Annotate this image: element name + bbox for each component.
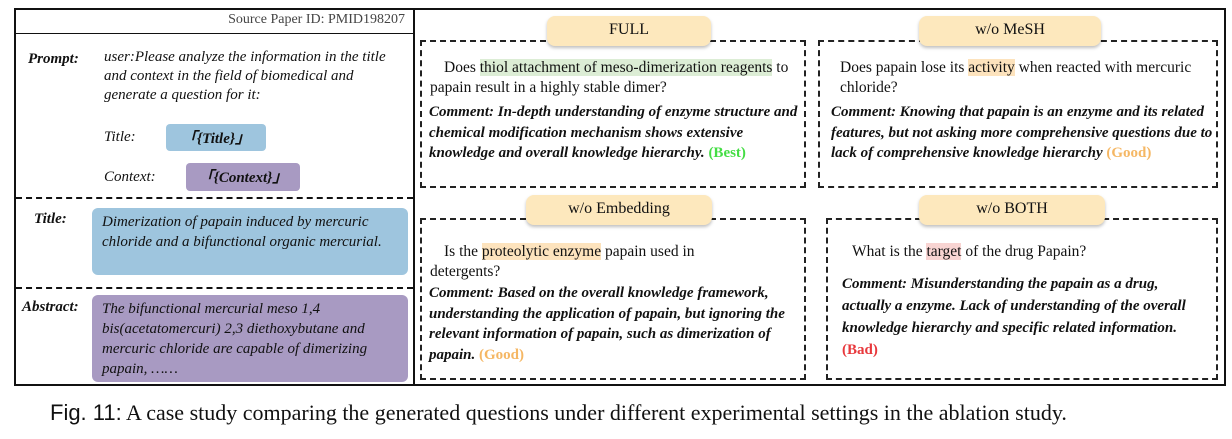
- question-full-post: to papain result in a highly stable dime…: [430, 59, 789, 96]
- highlight-embedding: proteolytic enzyme: [481, 243, 602, 260]
- comment-embedding-text: Comment: Based on the overall knowledge …: [429, 285, 785, 363]
- rating-mesh: (Good): [1106, 145, 1152, 161]
- abstract-box: The bifunctional mercurial meso 1,4 bis(…: [92, 295, 408, 382]
- comment-both: Comment: Misunderstanding the papain as …: [842, 273, 1210, 361]
- question-mesh-post: when reacted with mercuric chloride?: [840, 59, 1192, 96]
- prompt-label: Prompt:: [28, 51, 79, 67]
- highlight-mesh: activity: [968, 59, 1015, 76]
- tab-mesh: w/o MeSH: [919, 16, 1101, 46]
- question-mesh-pre: Does papain lose its: [840, 59, 969, 76]
- comment-full-text: Comment: In-depth understanding of enzym…: [429, 104, 798, 161]
- question-both-post: of the drug Papain?: [961, 243, 1087, 260]
- comment-both-text: Comment: Misunderstanding the papain as …: [842, 276, 1186, 336]
- tab-embedding: w/o Embedding: [526, 195, 712, 225]
- question-embedding: Is the proteolytic enzyme papain used in…: [430, 242, 730, 282]
- prompt-text: user:Please analyze the information in t…: [104, 49, 386, 103]
- tab-both: w/o BOTH: [919, 195, 1105, 225]
- figure-number: Fig. 11:: [50, 400, 122, 425]
- question-both: What is the target of the drug Papain?: [852, 242, 1202, 262]
- input-column: Source Paper ID: PMID198207 Prompt: user…: [16, 10, 415, 384]
- source-paper-id: Source Paper ID: PMID198207: [228, 12, 405, 27]
- question-embedding-post: papain used in detergents?: [430, 243, 695, 280]
- source-divider: [16, 33, 413, 34]
- question-full-pre: Does: [444, 59, 480, 76]
- title-divider: [16, 287, 413, 289]
- question-mesh: Does papain lose its activity when react…: [840, 58, 1200, 98]
- highlight-full: thiol attachment of meso-dimerization re…: [479, 59, 773, 76]
- case-study-figure: Source Paper ID: PMID198207 Prompt: user…: [14, 8, 1226, 386]
- question-embedding-pre: Is the: [444, 243, 482, 260]
- rating-both: (Bad): [842, 342, 878, 358]
- comment-mesh: Comment: Knowing that papain is an enzym…: [831, 102, 1216, 164]
- figure-caption: Fig. 11: A case study comparing the gene…: [50, 400, 1067, 426]
- tab-full: FULL: [547, 16, 711, 46]
- question-both-pre: What is the: [852, 243, 927, 260]
- caption-text: A case study comparing the generated que…: [121, 400, 1067, 425]
- context-key: Context:: [104, 169, 156, 185]
- rating-full: (Best): [708, 145, 746, 161]
- highlight-both: target: [926, 243, 962, 260]
- prompt-divider: [16, 197, 413, 199]
- title-placeholder: 「{Title}」: [166, 124, 266, 151]
- rating-embedding: (Good): [479, 346, 525, 363]
- abstract-label: Abstract:: [22, 299, 79, 315]
- comment-full: Comment: In-depth understanding of enzym…: [429, 102, 803, 164]
- comment-embedding: Comment: Based on the overall knowledge …: [429, 283, 799, 365]
- title-box: Dimerization of papain induced by mercur…: [92, 208, 408, 275]
- question-full: Does thiol attachment of meso-dimerizati…: [430, 58, 800, 98]
- title-label: Title:: [34, 211, 67, 227]
- comment-mesh-text: Comment: Knowing that papain is an enzym…: [831, 104, 1213, 161]
- title-key: Title:: [104, 129, 136, 145]
- context-placeholder: 「{Context}」: [186, 163, 300, 191]
